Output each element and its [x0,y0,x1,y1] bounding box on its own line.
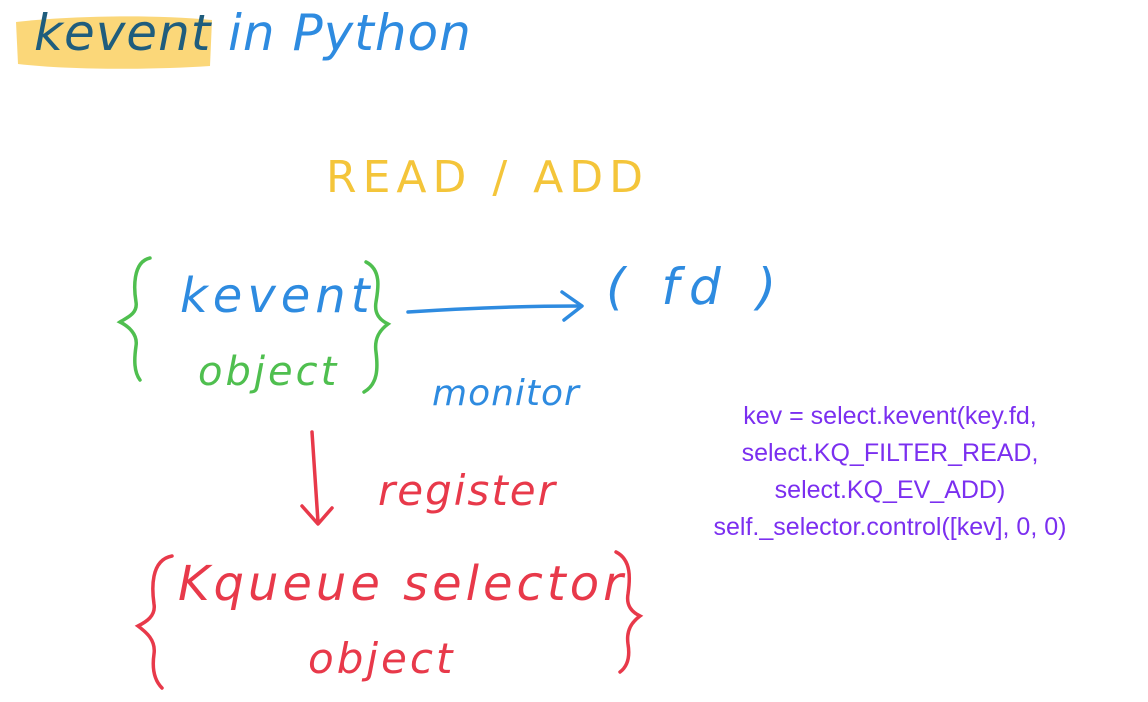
kevent-left-brace [116,256,152,382]
selector-box-title: Kqueue selector [178,556,627,612]
code-line: select.KQ_EV_ADD) [774,476,1006,504]
code-line: self._selector.control([kev], 0, 0) [713,513,1067,541]
code-line: select.KQ_FILTER_READ, [741,439,1039,467]
kevent-right-brace [362,260,392,394]
title-in-python: in Python [228,4,472,62]
code-line: kev = select.kevent(key.fd, [743,402,1037,430]
title-highlight [16,16,212,69]
kevent-box-title: kevent [180,268,375,324]
fd-target-label: ( fd ) [606,258,787,316]
register-arrow [310,430,320,524]
register-edge-label: register [378,466,557,515]
read-add-label: READ / ADD [326,152,650,203]
register-arrow-head [300,504,334,526]
monitor-arrow-head [560,290,584,322]
selector-left-brace [134,554,174,690]
monitor-arrow [406,304,582,314]
title-kevent-word: kevent [34,4,212,62]
monitor-edge-label: monitor [432,373,580,414]
kevent-box-subtitle: object [198,349,340,395]
selector-box-subtitle: object [308,634,456,683]
code-snippet: kev = select.kevent(key.fd, select.KQ_FI… [676,398,1104,546]
selector-right-brace [614,550,644,674]
